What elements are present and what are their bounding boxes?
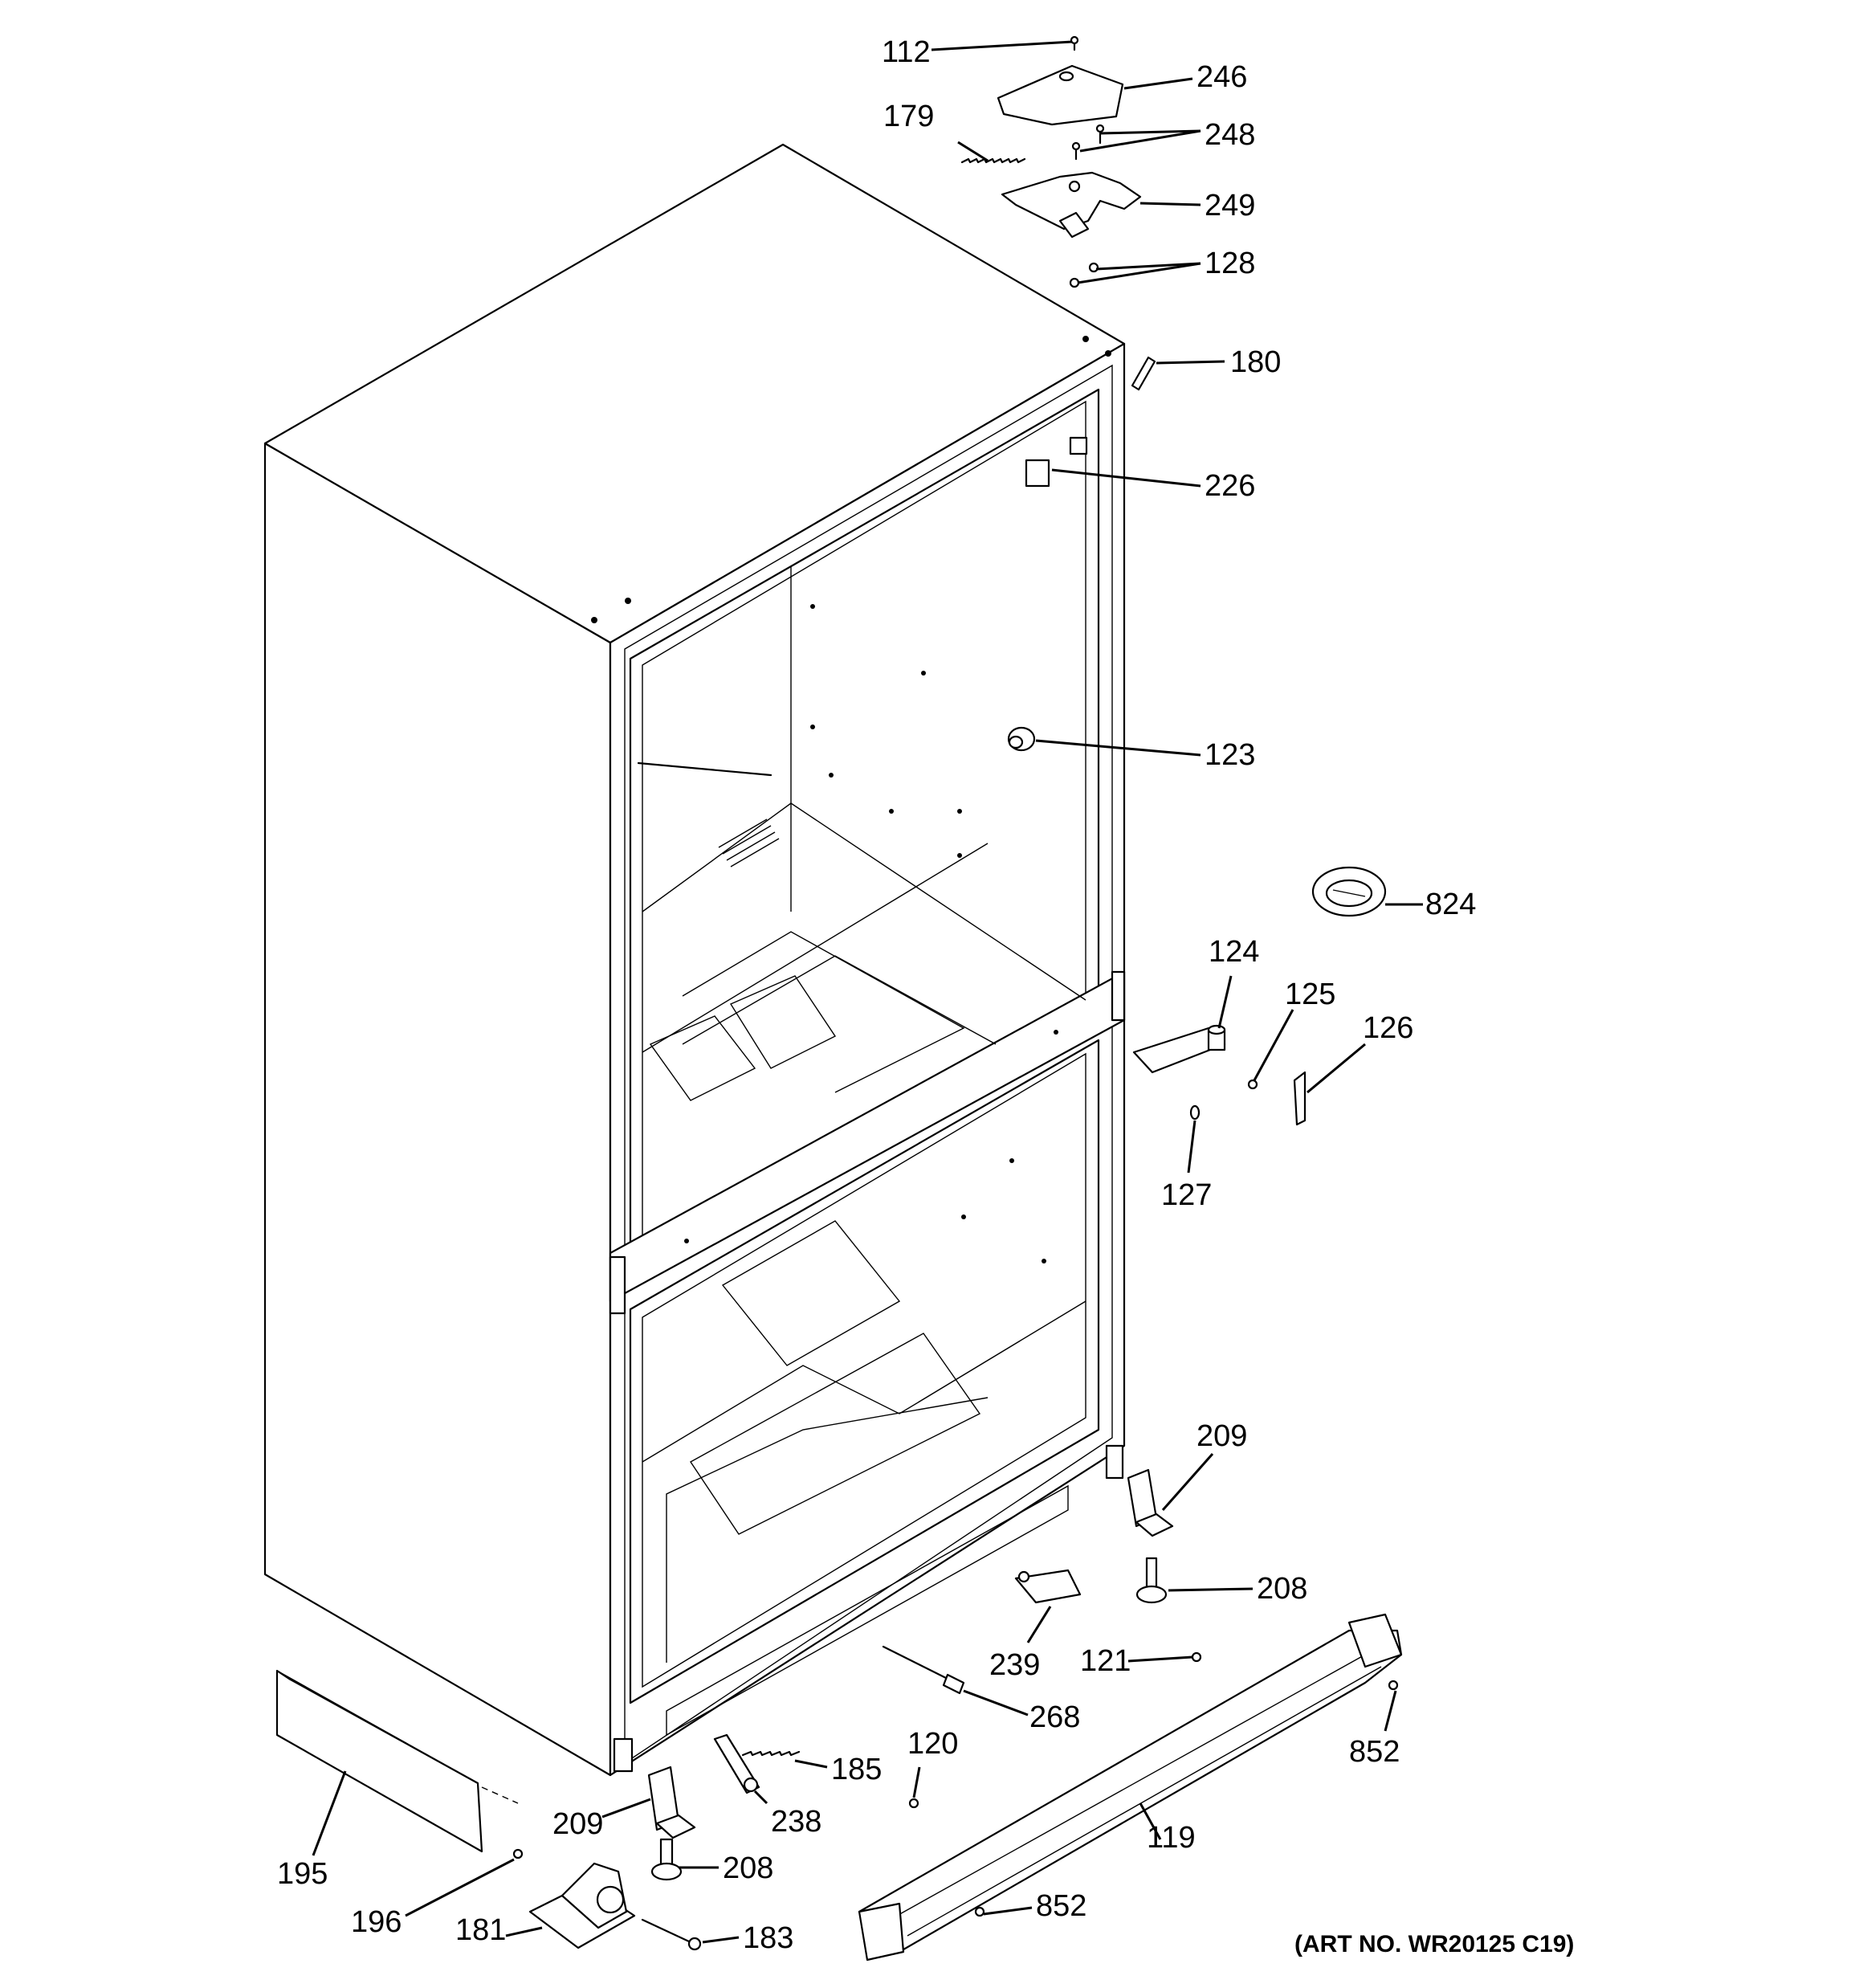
screw-183 — [641, 1918, 702, 1951]
callout-209-right: 209 — [1196, 1419, 1247, 1453]
leader-lines — [312, 40, 1423, 1944]
top-hinge-cover-246 — [997, 64, 1124, 126]
screw-196 — [512, 1848, 524, 1859]
spring-179 — [960, 157, 1026, 164]
callout-226: 226 — [1205, 469, 1255, 503]
screw-852-top — [1388, 1680, 1399, 1691]
top-hinge-249 — [1001, 171, 1142, 239]
callout-126: 126 — [1363, 1011, 1413, 1045]
callout-124: 124 — [1209, 935, 1259, 969]
base-grille-119 — [858, 1613, 1403, 1961]
callout-246: 246 — [1196, 60, 1247, 94]
kickplate-195 — [275, 1669, 519, 1853]
callout-268: 268 — [1029, 1700, 1080, 1734]
art-number: (ART NO. WR20125 C19) — [1294, 1931, 1574, 1957]
callout-120: 120 — [907, 1727, 958, 1761]
arm-238 — [713, 1733, 760, 1794]
callout-128: 128 — [1205, 247, 1255, 280]
hinge-cap-824 — [1311, 866, 1387, 917]
screw-121 — [1191, 1651, 1202, 1663]
callout-238: 238 — [771, 1805, 821, 1839]
hinge-bracket-209-right — [1127, 1468, 1174, 1537]
callout-209-left: 209 — [552, 1807, 603, 1841]
callout-208-right: 208 — [1257, 1572, 1307, 1606]
refrigerator-cabinet — [263, 143, 1126, 1777]
callout-119: 119 — [1147, 1821, 1196, 1855]
roller-assembly-181 — [528, 1862, 636, 1949]
callout-195: 195 — [277, 1857, 328, 1891]
callout-125: 125 — [1285, 978, 1335, 1011]
leveling-leg-208-left — [650, 1838, 683, 1881]
callout-249: 249 — [1205, 189, 1255, 222]
rod-268 — [882, 1645, 965, 1695]
callout-183: 183 — [743, 1921, 793, 1955]
callout-239: 239 — [989, 1648, 1040, 1682]
callout-196: 196 — [351, 1905, 402, 1939]
callout-185: 185 — [831, 1753, 882, 1786]
callout-852-bottom: 852 — [1036, 1889, 1086, 1923]
screw-112 — [1070, 35, 1079, 51]
callout-208-left: 208 — [723, 1851, 773, 1885]
hinge-bracket-209-left — [647, 1766, 696, 1839]
callout-112: 112 — [882, 35, 931, 69]
pin-127 — [1189, 1104, 1201, 1121]
callout-179: 179 — [883, 100, 934, 133]
leveling-leg-208-right — [1135, 1557, 1168, 1604]
screw-120 — [908, 1798, 919, 1809]
callout-824: 824 — [1425, 888, 1476, 921]
vent-louvers — [718, 818, 780, 867]
spring-185 — [741, 1750, 801, 1757]
callout-127: 127 — [1161, 1178, 1212, 1212]
bracket-126 — [1293, 1071, 1307, 1126]
bracket-180 — [1131, 356, 1156, 391]
callout-181: 181 — [455, 1913, 506, 1947]
screws-128 — [1069, 262, 1099, 288]
roller-239 — [1014, 1569, 1082, 1604]
screws-248 — [1071, 124, 1105, 161]
callout-labels: 112 246 179 248 249 128 180 226 123 824 … — [277, 35, 1476, 1955]
screw-852-bottom — [974, 1906, 985, 1917]
callout-180: 180 — [1230, 345, 1281, 379]
screw-125 — [1247, 1079, 1258, 1090]
callout-248: 248 — [1205, 118, 1255, 152]
callout-123: 123 — [1205, 738, 1255, 772]
callout-852-top: 852 — [1349, 1735, 1400, 1769]
center-hinge-124 — [1132, 1024, 1226, 1074]
callout-121: 121 — [1080, 1644, 1131, 1678]
